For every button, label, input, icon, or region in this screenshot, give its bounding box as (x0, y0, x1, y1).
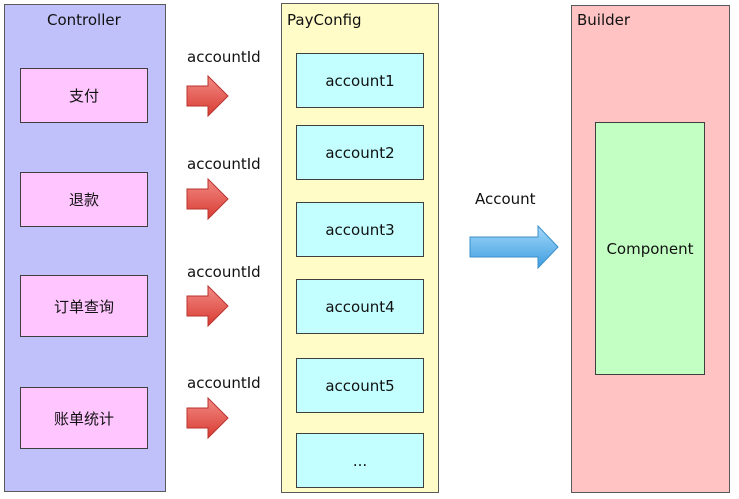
action-box-refund: 退款 (20, 172, 148, 227)
controller-title: Controller (47, 11, 121, 29)
account-id-label-2: accountId (187, 155, 261, 173)
account-id-label-4: accountId (187, 374, 261, 392)
account-id-label-1: accountId (187, 48, 261, 66)
account-box-3: account3 (296, 202, 424, 257)
account-box-more: ... (296, 433, 424, 488)
account-transfer-label: Account (475, 190, 536, 208)
action-box-pay: 支付 (20, 68, 148, 123)
account-box-4: account4 (296, 279, 424, 334)
red-arrow-4 (186, 397, 229, 439)
action-box-bill-stats: 账单统计 (20, 387, 148, 449)
payconfig-title: PayConfig (287, 11, 362, 29)
red-arrow-3 (186, 285, 229, 327)
component-box: Component (595, 122, 705, 375)
account-box-1: account1 (296, 53, 424, 108)
red-arrow-2 (186, 178, 229, 220)
blue-arrow (469, 224, 559, 270)
red-arrow-1 (186, 75, 229, 117)
action-box-order-query: 订单查询 (20, 275, 148, 337)
builder-title: Builder (577, 11, 631, 29)
account-box-2: account2 (296, 125, 424, 180)
account-id-label-3: accountId (187, 263, 261, 281)
account-box-5: account5 (296, 358, 424, 413)
